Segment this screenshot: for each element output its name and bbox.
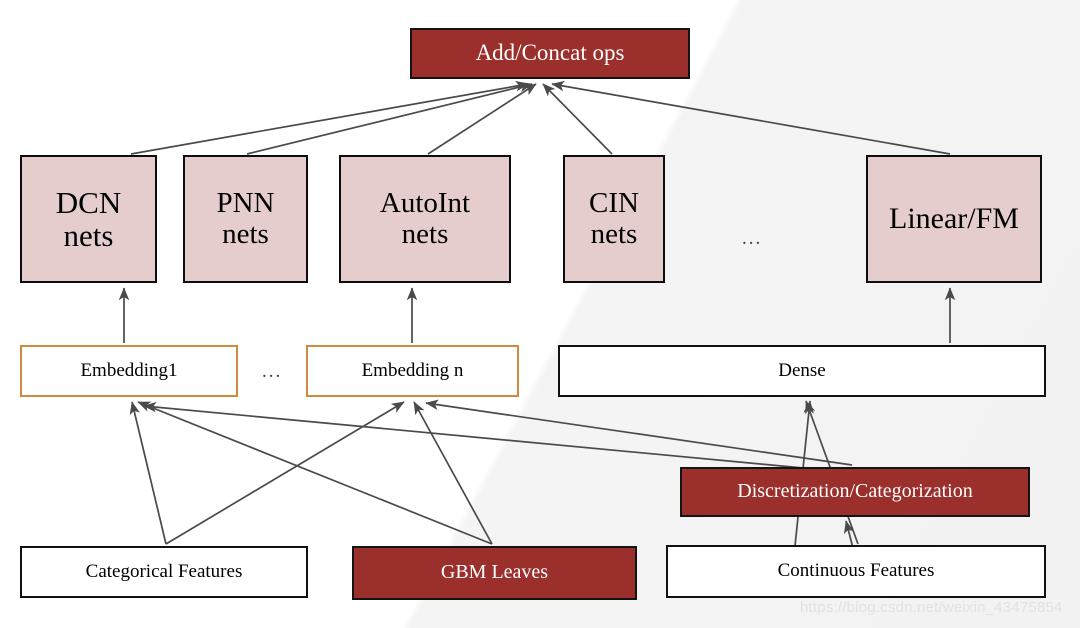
edge-gbm-to-embedding1 xyxy=(137,401,493,545)
node-continuous-features[interactable]: Continuous Features xyxy=(666,545,1046,598)
node-categorical-features[interactable]: Categorical Features xyxy=(20,546,308,598)
edge-linearfm-to-addconcat xyxy=(551,80,951,155)
node-gbm-leaves[interactable]: GBM Leaves xyxy=(352,546,637,600)
edge-discretization-to-embedding1 xyxy=(143,401,857,474)
node-dcn-nets[interactable]: DCN nets xyxy=(20,155,157,283)
edge-pnn-to-addconcat xyxy=(246,81,533,155)
nets-ellipsis: ... xyxy=(742,228,763,249)
node-dcn-nets-label: DCN nets xyxy=(55,184,122,253)
node-dense-label: Dense xyxy=(778,359,826,381)
node-embedding1[interactable]: Embedding1 xyxy=(20,345,238,397)
edge-categorical-to-embeddingn xyxy=(165,401,405,545)
edge-discretization-to-embeddingn xyxy=(425,399,853,466)
node-embedding-n-label: Embedding n xyxy=(361,359,464,381)
edge-continuous-to-discretization xyxy=(843,520,855,549)
edge-gbm-to-embeddingn xyxy=(413,401,493,545)
node-cin-nets-label: CIN nets xyxy=(589,186,639,250)
node-categorical-features-label: Categorical Features xyxy=(85,560,243,582)
node-autoint-nets[interactable]: AutoInt nets xyxy=(339,155,511,283)
node-discretization-categorization-label: Discretization/Categorization xyxy=(737,480,973,503)
node-pnn-nets[interactable]: PNN nets xyxy=(183,155,308,283)
edge-categorical-to-embedding1 xyxy=(129,401,167,545)
node-add-concat-ops-label: Add/Concat ops xyxy=(475,40,625,66)
node-continuous-features-label: Continuous Features xyxy=(777,560,935,582)
node-dense[interactable]: Dense xyxy=(558,345,1046,397)
watermark-text: https://blog.csdn.net/weixin_43475854 xyxy=(800,599,1063,616)
node-pnn-nets-label: PNN nets xyxy=(216,186,275,250)
node-add-concat-ops[interactable]: Add/Concat ops xyxy=(410,28,690,79)
edge-autoint-to-addconcat xyxy=(427,83,537,155)
embedding-ellipsis: ... xyxy=(262,361,283,382)
node-gbm-leaves-label: GBM Leaves xyxy=(440,561,549,584)
node-linear-fm[interactable]: Linear/FM xyxy=(866,155,1042,283)
node-linear-fm-label: Linear/FM xyxy=(889,201,1019,235)
node-cin-nets[interactable]: CIN nets xyxy=(563,155,665,283)
node-discretization-categorization[interactable]: Discretization/Categorization xyxy=(680,467,1030,517)
node-embedding1-label: Embedding1 xyxy=(80,359,178,381)
edge-cin-to-addconcat xyxy=(542,83,613,155)
edge-dcn-to-addconcat xyxy=(130,80,529,155)
node-embedding-n[interactable]: Embedding n xyxy=(306,345,519,397)
node-autoint-nets-label: AutoInt nets xyxy=(379,186,471,250)
